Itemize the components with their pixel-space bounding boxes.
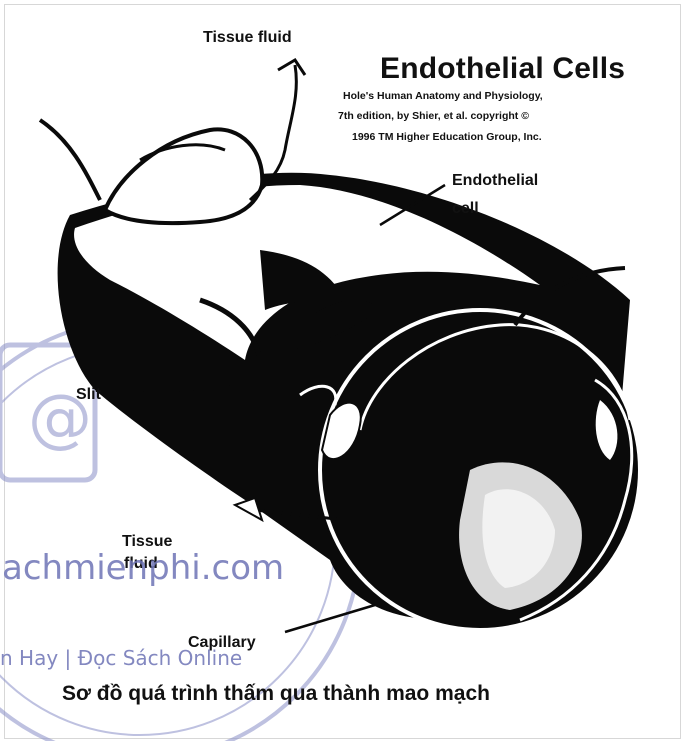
credit-line-1: Hole's Human Anatomy and Physiology, — [343, 90, 543, 102]
label-tissue-fluid-top: Tissue fluid — [203, 29, 292, 47]
watermark-tagline: n Hay | Đọc Sách Online — [0, 646, 242, 670]
label-endothelial-cell-1: Endothelial — [452, 172, 538, 190]
label-endothelial-cell-2: cell — [452, 200, 479, 218]
diagram-title: Endothelial Cells — [380, 52, 625, 86]
credit-line-3: 1996 TM Higher Education Group, Inc. — [352, 131, 542, 143]
credit-line-2: 7th edition, by Shier, et al. copyright … — [338, 110, 529, 122]
label-slit: Slit — [76, 386, 101, 404]
caption: Sơ đồ quá trình thấm qua thành mao mạch — [62, 682, 490, 706]
watermark-site: achmienphi.com — [2, 548, 284, 588]
